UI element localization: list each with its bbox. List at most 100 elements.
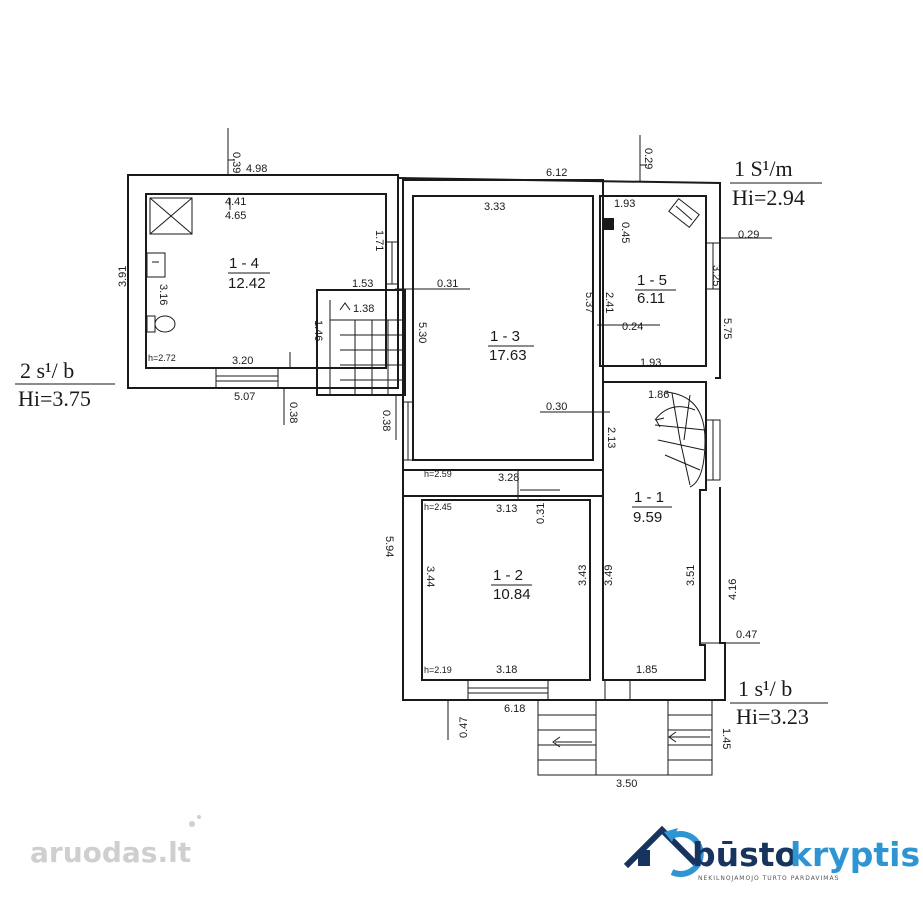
dim-5-75: 5.75 (721, 318, 733, 339)
wall-room-1-1 (602, 381, 707, 681)
dim-0-39: 0.39 (230, 152, 242, 173)
room-1-5-area: 6.11 (637, 290, 665, 307)
dim-2-41: 2.41 (603, 292, 615, 313)
dim-5-94: 5.94 (383, 536, 395, 557)
dim-h-2-19: h=2.19 (424, 665, 452, 675)
dim-1-93-bottom: 1.93 (640, 357, 661, 369)
window-1-4-bottom (215, 367, 279, 389)
dim-3-51: 3.51 (685, 565, 697, 586)
dimension-lines (15, 128, 828, 760)
dim-3-49: 3.49 (603, 565, 615, 586)
brand-name-part2: kryptis (790, 835, 920, 874)
watermark: aruodas.lt (30, 815, 201, 869)
dim-3-13: 3.13 (496, 503, 517, 515)
dim-0-29-top: 0.29 (642, 148, 654, 169)
dim-3-20: 3.20 (232, 355, 253, 367)
dim-3-16: 3.16 (157, 284, 169, 305)
dim-5-37: 5.37 (583, 292, 595, 313)
dim-5-07: 5.07 (234, 391, 255, 403)
wall-room-1-3 (412, 195, 594, 461)
toilet-icon (146, 315, 176, 333)
watermark-text: aruodas.lt (30, 836, 191, 869)
level-left-label: 2 s¹/ b (20, 358, 74, 383)
dim-3-25: 3.25 (710, 265, 722, 286)
dim-0-38-right: 0.38 (380, 410, 392, 431)
dim-0-24: 0.24 (622, 321, 643, 333)
room-1-1-area: 9.59 (633, 509, 662, 526)
dim-3-44: 3.44 (424, 566, 436, 587)
dim-0-31-top: 0.31 (437, 278, 458, 290)
level-lower-right-hi: Hi=3.23 (736, 704, 809, 729)
room-1-3-area: 17.63 (489, 347, 527, 364)
dim-4-41: 4.41 (225, 196, 246, 208)
dim-4-98: 4.98 (246, 163, 267, 175)
dim-6-12: 6.12 (546, 167, 567, 179)
dim-0-38-left: 0.38 (287, 402, 299, 423)
dim-0-31-bottom: 0.31 (535, 503, 547, 524)
stair-spiral (654, 391, 706, 488)
dim-0-47-bottom: 0.47 (458, 717, 470, 738)
shower-icon (149, 197, 193, 235)
level-upper-right-label: 1 S¹/m (734, 156, 793, 181)
fixtures (146, 197, 700, 333)
brand-name-part1: būsto (692, 835, 797, 874)
dim-1-71: 1.71 (373, 230, 385, 251)
dim-3-91: 3.91 (117, 266, 129, 287)
level-lower-right-label: 1 s¹/ b (738, 676, 792, 701)
chimney-icon (602, 218, 614, 230)
room-1-4-number: 1 - 4 (229, 255, 259, 272)
room-1-4-area: 12.42 (228, 275, 266, 292)
dim-0-45: 0.45 (619, 222, 631, 243)
room-1-2-number: 1 - 2 (493, 567, 523, 584)
dim-0-47-right: 0.47 (736, 629, 757, 641)
wall-room-1-4-inner (145, 193, 387, 369)
brand-logo: būsto kryptis NEKILNOJAMOJO TURTO PARDAV… (623, 825, 920, 882)
window-1-2-bottom (467, 679, 549, 701)
wall-stair-box (316, 289, 406, 396)
dim-1-38: 1.38 (353, 303, 374, 315)
dim-h-2-59: h=2.59 (424, 469, 452, 479)
dim-3-33: 3.33 (484, 201, 505, 213)
dim-3-50: 3.50 (616, 778, 637, 790)
dim-5-30: 5.30 (416, 322, 428, 343)
dimensions: 0.39 4.98 6.12 0.29 4.41 4.65 3.33 1.93 … (117, 148, 759, 790)
room-1-5-number: 1 - 5 (637, 272, 667, 289)
dim-4-16: 4.16 (727, 579, 739, 600)
dim-0-29-right: 0.29 (738, 229, 759, 241)
windows (215, 241, 721, 701)
room-labels: 1 - 4 12.42 1 - 3 17.63 1 - 5 6.11 1 - 1… (228, 255, 676, 603)
dim-3-43: 3.43 (577, 565, 589, 586)
dim-h-2-72: h=2.72 (148, 353, 176, 363)
sink-icon (146, 252, 166, 278)
dim-1-53: 1.53 (352, 278, 373, 290)
dim-1-86: 1.86 (648, 389, 669, 401)
dim-0-30: 0.30 (546, 401, 567, 413)
dim-1-45: 1.45 (720, 728, 732, 749)
wall-room-1-3-outer (402, 179, 604, 471)
dim-3-18: 3.18 (496, 664, 517, 676)
dim-1-85: 1.85 (636, 664, 657, 676)
level-labels: 1 S¹/m Hi=2.94 2 s¹/ b Hi=3.75 1 s¹/ b H… (18, 156, 809, 729)
dim-1-93-top: 1.93 (614, 198, 635, 210)
dim-4-65: 4.65 (225, 210, 246, 222)
house-icon (623, 825, 704, 877)
stair-exterior-right (596, 699, 713, 776)
dim-2-13: 2.13 (605, 427, 617, 448)
stair-inner (329, 300, 402, 395)
walls (127, 174, 726, 701)
room-1-3-number: 1 - 3 (490, 328, 520, 345)
level-left-hi: Hi=3.75 (18, 386, 91, 411)
wall-lower-outer (402, 470, 726, 701)
stairs (329, 300, 713, 776)
room-1-2-area: 10.84 (493, 586, 531, 603)
dim-3-28: 3.28 (498, 472, 519, 484)
brand-tagline: NEKILNOJAMOJO TURTO PARDAVIMAS (698, 875, 839, 882)
watermark-dot-icon (189, 821, 195, 827)
room-1-1-number: 1 - 1 (634, 489, 664, 506)
level-upper-right-hi: Hi=2.94 (732, 185, 805, 210)
stair-exterior-left (537, 699, 597, 776)
dim-6-18: 6.18 (504, 703, 525, 715)
dim-1-46: 1.46 (312, 320, 324, 341)
boiler-icon (668, 197, 700, 229)
